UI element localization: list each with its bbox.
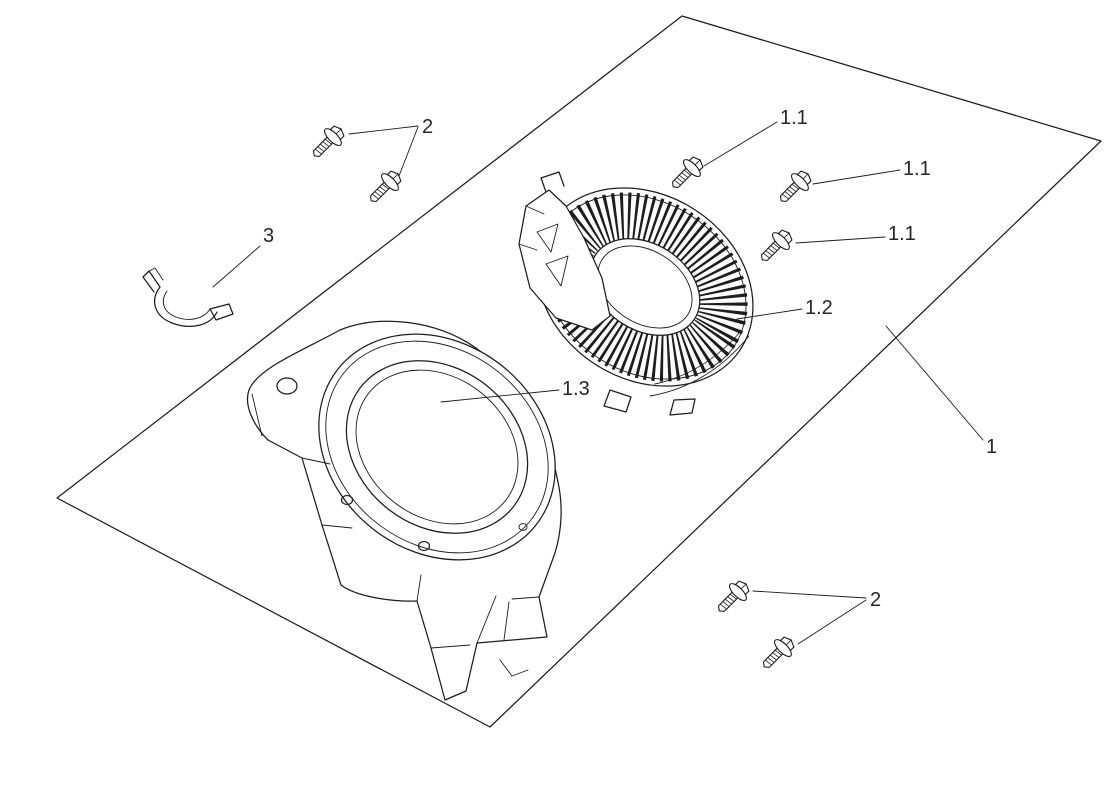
leader-line-11b [812, 169, 901, 185]
leader-line-2-top-b [398, 126, 419, 177]
part-label-3: 3 [263, 225, 274, 247]
cover-slot-hole [276, 377, 298, 395]
fan-hub-opening-inner [597, 245, 693, 329]
cover-opening-inner [355, 369, 519, 525]
cover-outer-edge-inner-line [325, 340, 549, 554]
fan-bracket [518, 189, 611, 331]
panel-outline-part [56, 15, 1102, 728]
leader-line-2-top-a [348, 125, 419, 135]
leader-line-12 [736, 308, 803, 320]
part-label-11-b: 1.1 [903, 158, 931, 180]
part-label-11-c: 1.1 [888, 223, 916, 245]
fan-cover-ring [318, 333, 556, 561]
flange-bolt-2c [710, 575, 755, 620]
leader-line-2-bottom-a [752, 590, 867, 599]
part-label-1: 1 [986, 436, 997, 458]
part-label-11-a: 1.1 [780, 107, 808, 129]
fan-blade-ring [542, 192, 748, 382]
part-label-12: 1.2 [805, 297, 833, 319]
clip-bowl-inner [162, 290, 211, 320]
panel-outline-shape [56, 15, 1102, 728]
clip-bowl [154, 286, 218, 327]
flange-bolt-11a [664, 151, 709, 196]
fan-lower-skirt [649, 330, 750, 397]
cover-bottom-tab [499, 659, 529, 677]
clip-hook-detail [148, 267, 164, 281]
leader-line-11c [795, 236, 886, 244]
flange-bolt-2a [305, 120, 350, 165]
flange-bolt-2b [362, 165, 407, 210]
fan-cover-creases [251, 393, 540, 649]
cover-outer-edge [318, 333, 556, 561]
cover-screw-hole-1 [340, 494, 354, 506]
leader-line-1 [885, 325, 984, 441]
part-labels: 2 1.1 1.1 1.1 3 1.2 1.3 1 2 [263, 107, 997, 611]
part-label-2-bottom: 2 [870, 589, 881, 611]
clip-wing [209, 303, 234, 321]
cover-screw-hole-2 [417, 540, 431, 552]
leader-line-11a [703, 121, 778, 167]
leader-line-3 [212, 245, 261, 288]
part-label-2-top: 2 [422, 116, 433, 138]
fan-foot-right [669, 398, 696, 416]
part-label-13: 1.3 [562, 378, 590, 400]
leader-lines [212, 121, 984, 645]
fan-bracket-details [518, 205, 569, 287]
fan-cover-part [246, 320, 562, 701]
clip-part [142, 267, 234, 327]
fan-wheel-part [518, 171, 754, 416]
flange-bolt-11b [772, 165, 817, 210]
fan-foot-left [603, 389, 632, 413]
clip-hook [142, 270, 161, 293]
flange-bolt-2d [755, 631, 800, 676]
flange-bolt-11c [753, 224, 798, 269]
cover-opening-outer [345, 360, 529, 534]
leader-line-2-bottom-b [797, 599, 867, 645]
fan-bracket-tab [540, 171, 565, 193]
leader-line-13 [440, 389, 560, 403]
cover-screw-hole-3 [518, 523, 528, 531]
